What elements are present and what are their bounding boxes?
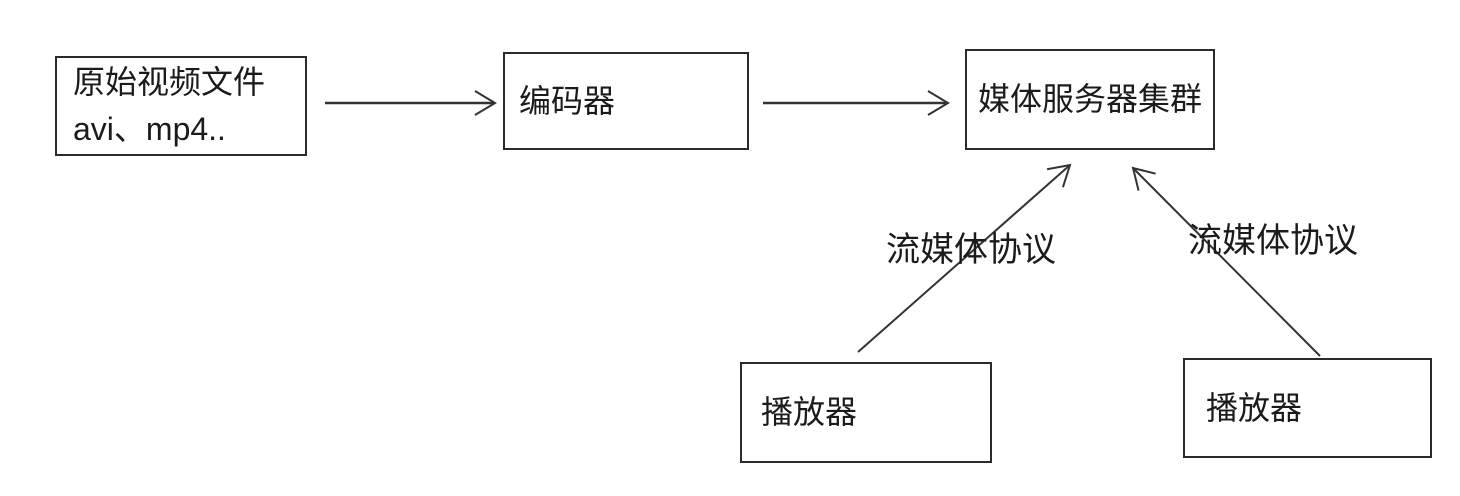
node-encoder-label: 编码器 (519, 82, 616, 119)
node-media-server-cluster: 媒体服务器集群 (965, 49, 1215, 150)
node-original-video-file-line1: 原始视频文件 (73, 64, 266, 100)
node-player-left-label: 播放器 (761, 394, 858, 430)
arrow-player2-to-cluster (1131, 166, 1321, 357)
edge-label-streaming-protocol-right: 流媒体协议 (1188, 222, 1358, 260)
node-encoder: 编码器 (503, 52, 749, 150)
node-original-video-file: 原始视频文件 avi、mp4.. (55, 56, 307, 156)
node-player-right-label: 播放器 (1206, 389, 1303, 426)
node-original-video-file-line2: avi、mp4.. (73, 111, 226, 147)
node-player-left: 播放器 (740, 362, 992, 463)
node-player-right: 播放器 (1183, 358, 1432, 458)
node-media-server-cluster-label: 媒体服务器集群 (978, 81, 1203, 117)
edge-label-streaming-protocol-left: 流媒体协议 (886, 231, 1056, 269)
